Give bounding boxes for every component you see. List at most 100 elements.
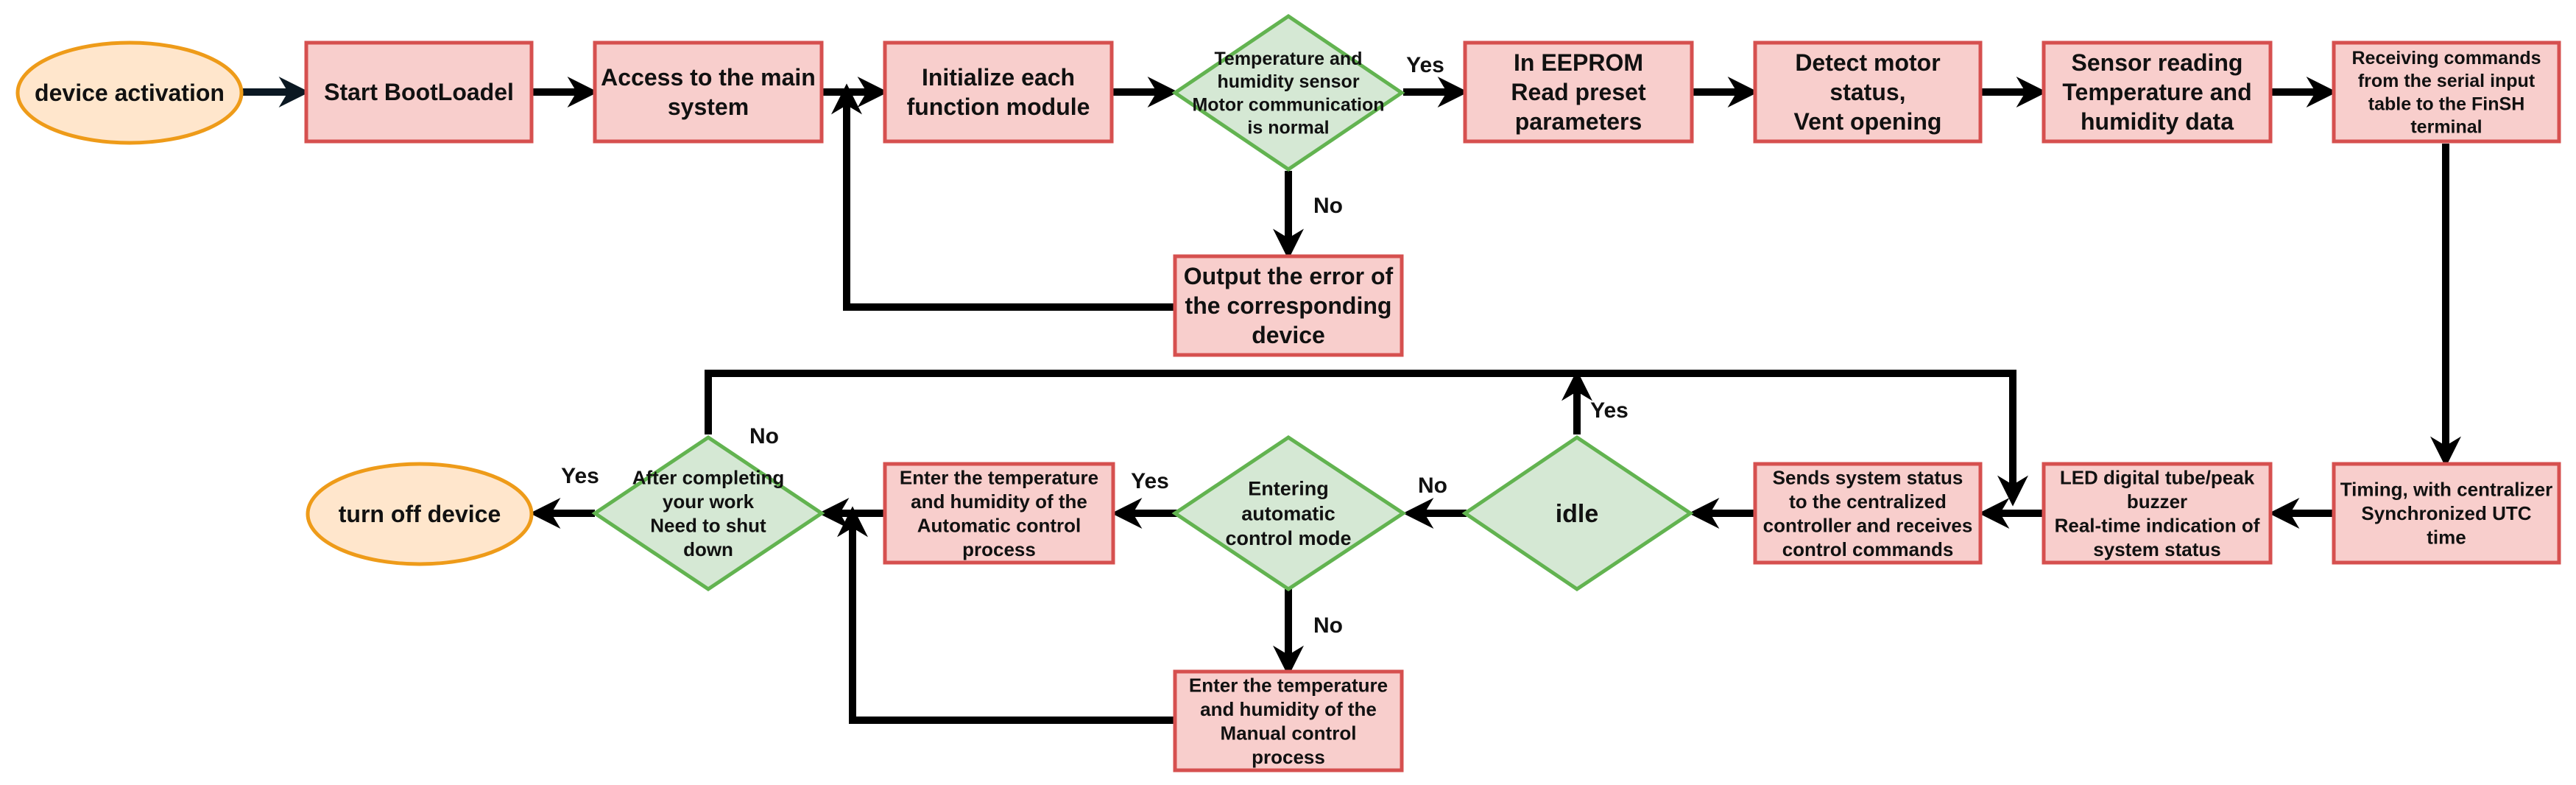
- initialize-modules-box: Initialize each function module: [883, 41, 1114, 144]
- label-line: Detect motor: [1795, 49, 1940, 76]
- edge-shutdown-no-loop-to-send: [705, 370, 2028, 507]
- label-line: table to the FinSH: [2368, 94, 2525, 114]
- label-line: status,: [1829, 79, 1905, 105]
- label-line: Enter the temperature: [900, 466, 1098, 488]
- idle-decision: idle: [1461, 434, 1694, 592]
- edge-labels: Yes No Yes No Yes No Yes No: [561, 53, 1628, 638]
- label-idle-yes: Yes: [1590, 398, 1628, 423]
- label-line: Initialize each: [922, 64, 1075, 91]
- idle-label: idle: [1556, 500, 1599, 528]
- read-eeprom-label: In EEPROM Read preset parameters: [1511, 49, 1646, 135]
- label-line: Temperature and: [2062, 79, 2251, 105]
- label-line: Read preset: [1511, 79, 1646, 105]
- turn-off-label: turn off device: [339, 501, 501, 527]
- label-line: Sends system status: [1773, 466, 1963, 488]
- label-line: from the serial input: [2358, 71, 2536, 91]
- label-line: Real-time indication of: [2055, 514, 2260, 536]
- label-line: parameters: [1515, 108, 1642, 135]
- label-line: function module: [907, 94, 1090, 120]
- label-check-yes: Yes: [1406, 53, 1444, 77]
- label-line: Automatic control: [917, 514, 1081, 536]
- edge-error-to-main-loop: [831, 83, 1175, 311]
- label-shutdown-no: No: [749, 424, 779, 448]
- label-line: Receiving commands: [2351, 48, 2541, 68]
- label-line: device: [1252, 322, 1325, 348]
- label-line: device activation: [35, 80, 225, 106]
- start-bootloader-box: Start BootLoadel: [304, 41, 534, 144]
- label-line: humidity sensor: [1217, 71, 1359, 92]
- start-bootloader-label: Start BootLoadel: [324, 79, 514, 105]
- label-line: terminal: [2410, 117, 2482, 138]
- label-line: Sensor reading: [2072, 49, 2243, 76]
- label-line: down: [683, 538, 733, 560]
- label-line: Temperature and: [1215, 49, 1363, 69]
- label-line: humidity data: [2081, 108, 2234, 135]
- label-idle-no: No: [1418, 474, 1447, 498]
- label-line: After completing: [632, 466, 785, 488]
- read-eeprom-box: In EEPROM Read preset parameters: [1463, 41, 1694, 144]
- label-auto-yes: Yes: [1131, 469, 1169, 493]
- label-line: idle: [1556, 500, 1599, 528]
- label-line: is normal: [1247, 118, 1329, 138]
- label-line: system status: [2093, 538, 2220, 560]
- label-line: Access to the main: [601, 64, 816, 91]
- nodes: device activation Start BootLoadel Acces…: [15, 13, 2561, 772]
- label-line: to the centralized: [1789, 490, 1947, 513]
- label-line: Start BootLoadel: [324, 79, 514, 105]
- label-auto-no: No: [1313, 613, 1343, 638]
- label-line: Timing, with centralizer: [2340, 479, 2552, 501]
- label-line: Synchronized UTC: [2361, 502, 2531, 524]
- turn-off-terminal: turn off device: [306, 462, 534, 566]
- label-line: In EEPROM: [1514, 49, 1643, 76]
- receive-commands-box: Receiving commands from the serial input t…: [2332, 41, 2561, 144]
- device-activation-label: device activation: [35, 80, 225, 106]
- label-line: process: [962, 538, 1036, 560]
- label-line: automatic: [1241, 502, 1335, 524]
- label-line: Enter the temperature: [1189, 674, 1388, 696]
- detect-motor-label: Detect motor status, Vent opening: [1794, 49, 1942, 135]
- label-line: Motor communication: [1192, 94, 1384, 115]
- output-error-box: Output the error of the corresponding devi…: [1173, 254, 1404, 357]
- label-line: Vent opening: [1794, 108, 1942, 135]
- label-line: time: [2427, 527, 2466, 549]
- detect-motor-box: Detect motor status, Vent opening: [1753, 41, 1983, 144]
- initialize-modules-label: Initialize each function module: [907, 64, 1090, 120]
- label-line: Output the error of: [1184, 263, 1394, 289]
- edges: [243, 77, 2461, 724]
- label-line: your work: [663, 490, 755, 513]
- label-line: system: [668, 94, 749, 120]
- access-main-system-label: Access to the main system: [601, 64, 816, 120]
- label-line: buzzer: [2127, 490, 2187, 513]
- label-shutdown-yes: Yes: [561, 464, 599, 488]
- label-line: the corresponding: [1185, 292, 1392, 319]
- label-line: process: [1252, 746, 1325, 768]
- label-line: Need to shut: [650, 514, 766, 536]
- label-line: control mode: [1225, 527, 1351, 549]
- label-line: controller and receives: [1763, 514, 1973, 536]
- label-line: Manual control: [1221, 722, 1357, 744]
- label-line: LED digital tube/peak: [2060, 466, 2255, 488]
- access-main-system-box: Access to the main system: [593, 41, 824, 144]
- label-check-no: No: [1313, 194, 1343, 218]
- edge-manual-to-shutdown-loop: [837, 506, 1175, 724]
- label-line: turn off device: [339, 501, 501, 527]
